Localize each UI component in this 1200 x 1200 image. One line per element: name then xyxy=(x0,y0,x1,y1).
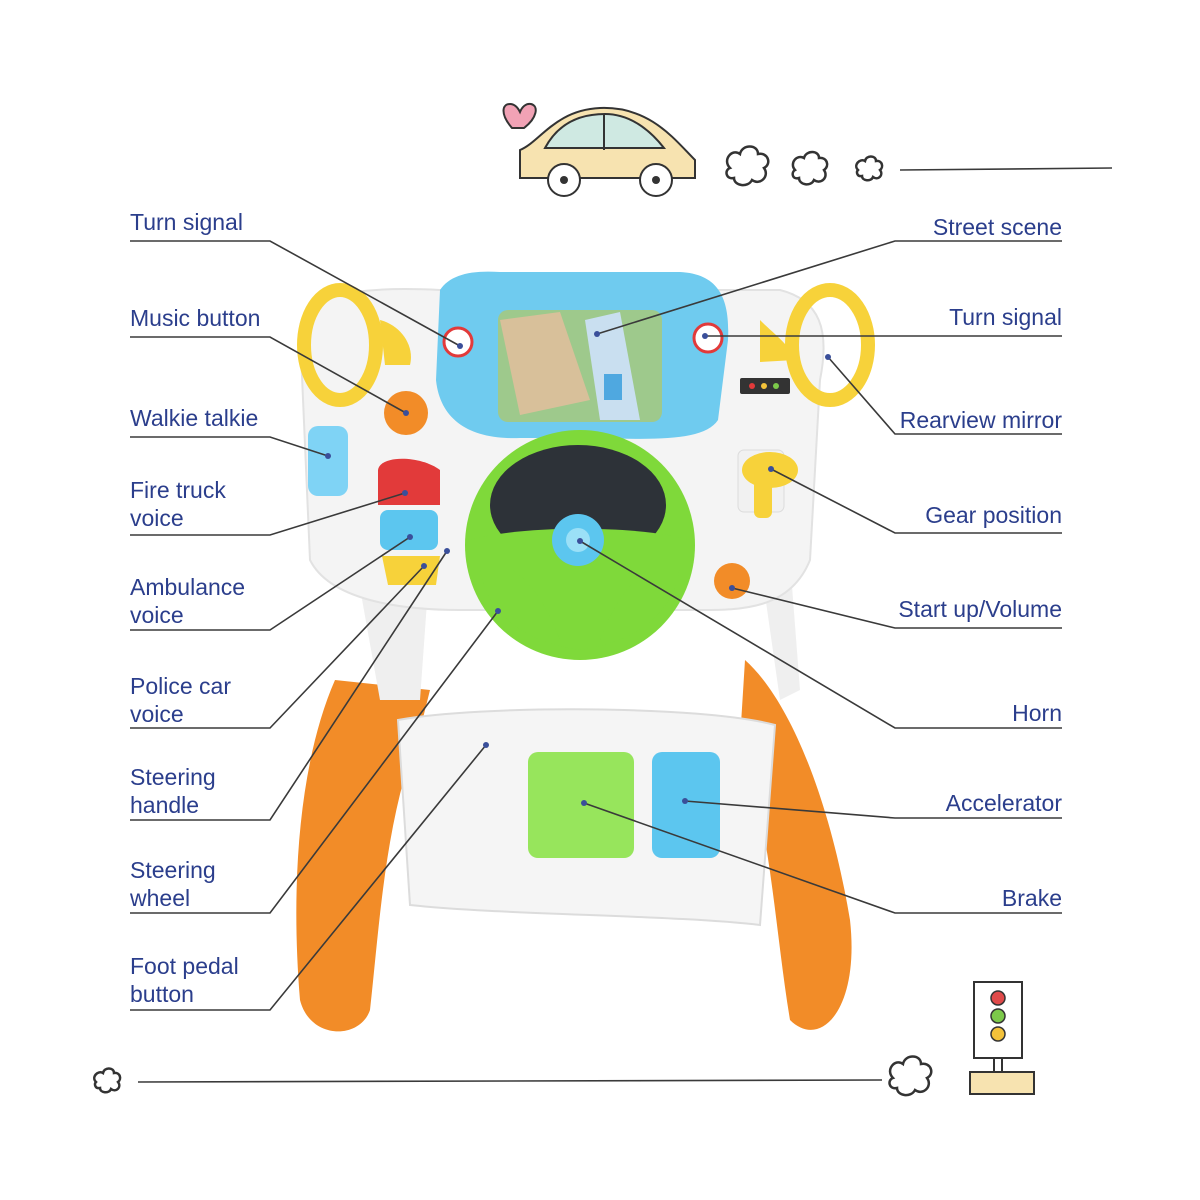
label-gear-position: Gear position xyxy=(925,502,1062,528)
left-leg xyxy=(296,680,430,1032)
cloud-doodle-icon xyxy=(725,145,884,187)
heart-icon xyxy=(502,102,537,129)
label-walkie-talkie: Walkie talkie xyxy=(130,405,259,431)
label-brake: Brake xyxy=(1001,885,1062,911)
label-rearview-mirror: Rearview mirror xyxy=(899,407,1062,433)
label-fire-truck-voice: Fire truck voice xyxy=(130,477,226,531)
anchor-dots xyxy=(325,331,831,806)
label-ambulance-voice: Ambulance voice xyxy=(130,574,246,628)
label-steering-handle: Steering handle xyxy=(130,764,216,818)
leader-lines-right xyxy=(579,240,1062,914)
label-horn: Horn xyxy=(1012,700,1062,726)
label-steering-wheel: Steering wheel xyxy=(130,857,216,911)
bottom-divider xyxy=(137,1079,883,1083)
left-mirror xyxy=(297,283,383,407)
car-doodle-icon xyxy=(519,106,696,197)
traffic-light-icon xyxy=(969,981,1035,1095)
label-police-car-voice: Police car voice xyxy=(130,673,231,727)
top-divider xyxy=(899,167,1113,171)
label-turn-signal-left: Turn signal xyxy=(130,209,243,235)
walkie-talkie-shape xyxy=(308,426,348,496)
leader-lines-left xyxy=(130,240,499,1011)
right-mirror xyxy=(785,283,875,407)
label-street-scene: Street scene xyxy=(932,214,1062,240)
cloud-doodle-icon xyxy=(93,1055,933,1097)
accelerator-pedal xyxy=(652,752,720,858)
brake-pedal xyxy=(528,752,634,858)
label-music-button: Music button xyxy=(130,305,261,331)
toy-dashboard-illustration xyxy=(296,271,875,1032)
label-foot-pedal-button: Foot pedal button xyxy=(130,953,239,1007)
label-start-up-volume: Start up/Volume xyxy=(898,596,1062,622)
label-turn-signal-right: Turn signal xyxy=(949,304,1062,330)
label-accelerator: Accelerator xyxy=(945,790,1062,816)
